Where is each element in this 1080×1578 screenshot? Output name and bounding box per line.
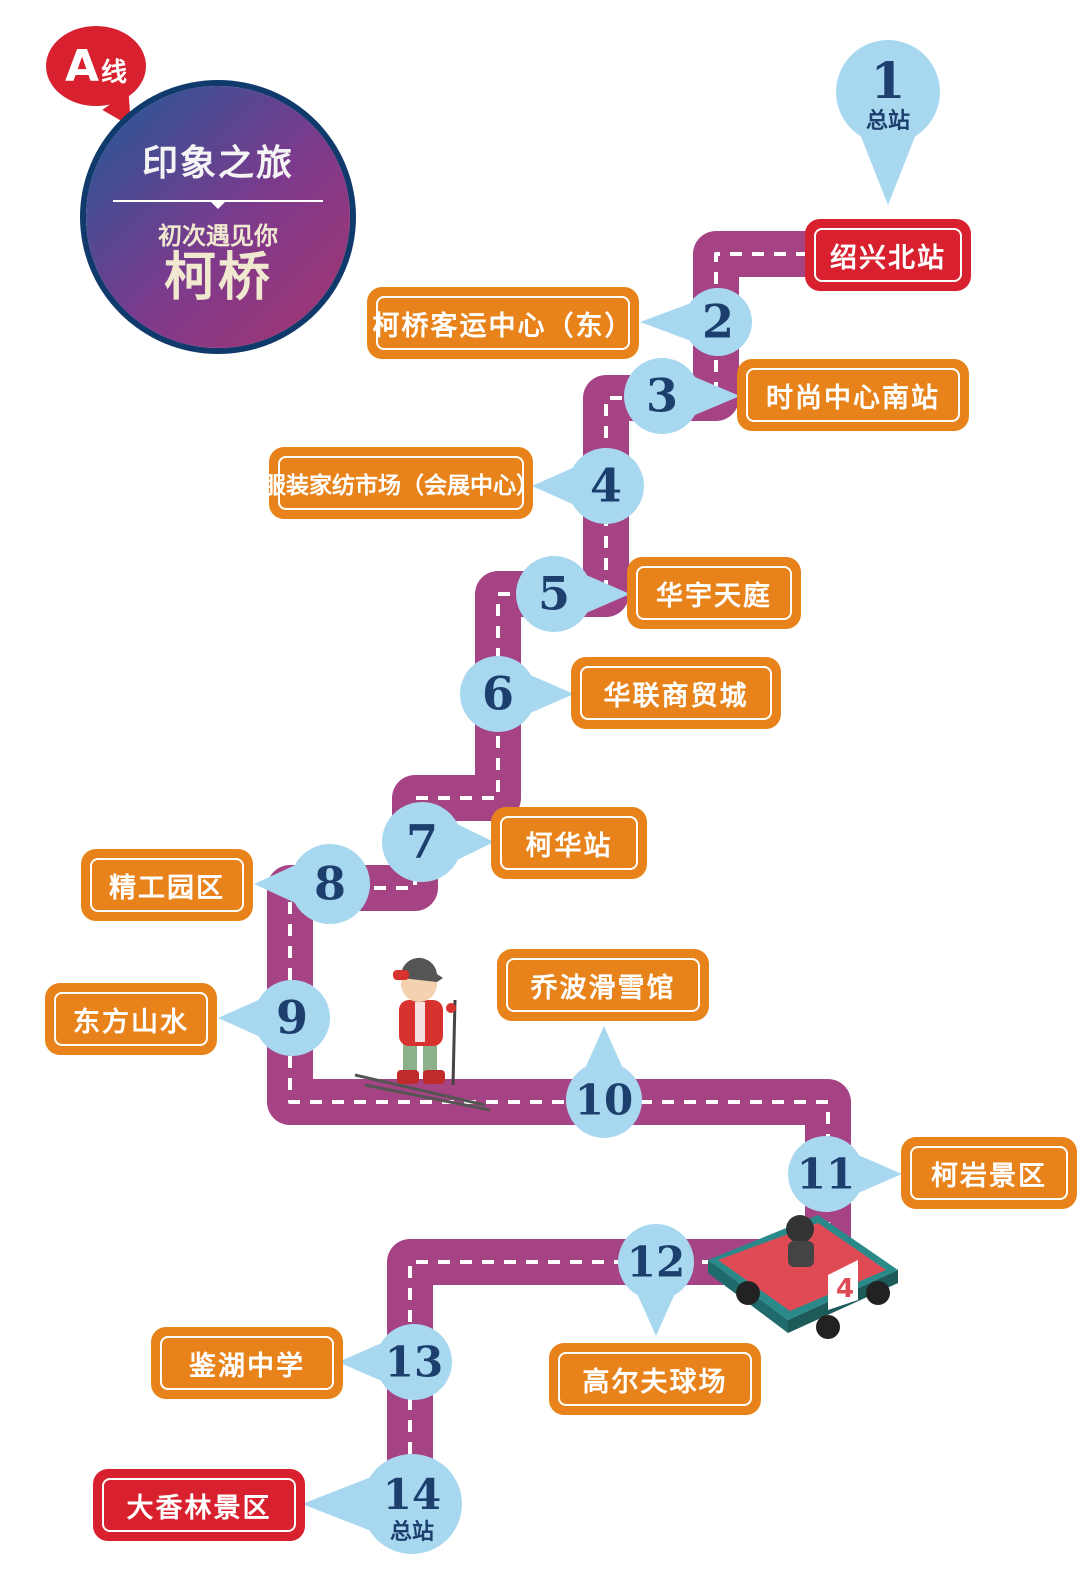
station-marker-8: 8 [254,844,370,924]
line-suffix: 线 [101,57,128,88]
marker-circle [566,1062,642,1138]
station-name: 精工园区 [109,872,225,904]
marker-circle [254,980,330,1056]
station-label-3: 时尚中心南站 [740,362,966,428]
theme-title: 印象之旅 [141,143,294,185]
station-name: 时尚中心南站 [766,382,940,414]
station-marker-2: 2 [640,288,752,356]
station-number: 2 [702,295,734,349]
station-number: 9 [276,991,308,1045]
station-marker-9: 9 [218,980,330,1056]
terminal-label: 总站 [390,1519,434,1545]
station-name: 柯岩景区 [931,1160,1047,1192]
theme-circle: 印象之旅 初次遇见你 柯桥 [86,86,350,348]
station-marker-13: 13 [338,1324,452,1400]
station-number: 6 [482,667,514,721]
station-number: 12 [627,1237,685,1286]
marker-circle [382,802,462,882]
station-name: 华宇天庭 [656,580,772,612]
station-name: 高尔夫球场 [582,1366,728,1398]
station-marker-4: 4 [532,448,644,524]
theme-place: 柯桥 [163,248,272,309]
station-number: 13 [385,1337,443,1386]
marker-circle [684,288,752,356]
station-marker-7: 7 [382,802,494,882]
station-name: 柯华站 [525,830,613,862]
station-marker-12: 12 [618,1224,694,1336]
station-label-10: 乔波滑雪馆 [500,952,706,1018]
station-number: 11 [797,1149,855,1198]
station-label-9: 东方山水 [48,986,214,1052]
station-name: 服装家纺市场（会展中心） [263,473,539,499]
station-marker-10: 10 [566,1026,642,1138]
station-number: 4 [590,459,622,513]
station-label-5: 华宇天庭 [630,560,798,626]
station-number: 3 [646,369,678,423]
station-number: 10 [575,1075,633,1124]
marker-circle [516,556,592,632]
station-number: 5 [538,567,570,621]
station-label-12: 高尔夫球场 [552,1346,758,1412]
station-label-11: 柯岩景区 [904,1140,1074,1206]
station-number: 7 [406,815,438,869]
station-name: 大香林景区 [126,1492,272,1524]
marker-circle [836,40,940,144]
marker-circle [290,844,370,924]
marker-circle [362,1454,462,1554]
go-kart-icon: 4 [708,1215,898,1339]
station-label-2: 柯桥客运中心（东） [370,290,636,356]
line-badge: A 线 [46,26,146,106]
station-label-8: 精工园区 [84,852,250,918]
station-label-13: 鉴湖中学 [154,1330,340,1396]
station-marker-3: 3 [624,358,740,434]
station-marker-5: 5 [516,556,630,632]
marker-circle [624,358,700,434]
station-number: 14 [383,1470,441,1519]
line-letter: A [64,40,100,92]
station-label-6: 华联商贸城 [574,660,778,726]
theme-subtitle: 初次遇见你 [158,222,278,251]
station-label-1: 绍兴北站 [808,222,968,288]
station-name: 绍兴北站 [830,242,946,274]
station-marker-11: 11 [788,1136,902,1212]
station-number: 8 [314,857,346,911]
station-label-14: 大香林景区 [96,1472,302,1538]
marker-circle [788,1136,864,1212]
station-name: 东方山水 [73,1006,189,1038]
station-name: 华联商贸城 [603,680,749,712]
station-marker-1: 1总站 [836,40,940,205]
terminal-label: 总站 [866,108,910,134]
theme-divider [113,200,323,210]
marker-circle [568,448,644,524]
marker-circle [460,656,536,732]
skier-icon [354,957,491,1112]
marker-circle [376,1324,452,1400]
station-label-4: 服装家纺市场（会展中心） [263,450,539,516]
marker-circle [618,1224,694,1300]
route-band [267,231,851,1523]
station-name: 乔波滑雪馆 [530,972,676,1004]
station-marker-6: 6 [460,656,574,732]
station-name: 鉴湖中学 [189,1350,305,1382]
station-number: 1 [871,51,906,110]
svg-text:4: 4 [836,1274,854,1304]
station-label-7: 柯华站 [494,810,644,876]
route-path [267,231,851,1523]
station-name: 柯桥客运中心（东） [372,310,634,342]
